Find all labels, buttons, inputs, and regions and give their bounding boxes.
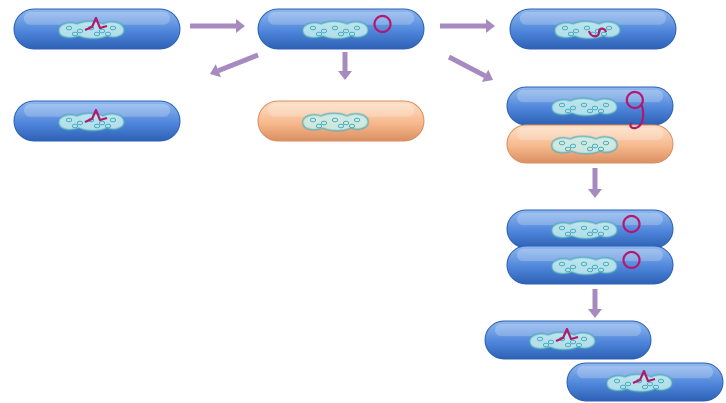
plasmid-integrated-plasmid [84, 16, 108, 32]
cell-donor-start [13, 8, 181, 50]
arrow-excised-to-stable [210, 52, 259, 78]
cell-conjugating-donor [506, 86, 674, 126]
cell-transconjugant-a [506, 209, 674, 249]
cell-integrated-b [566, 362, 724, 402]
cell-reintegrated [509, 8, 677, 50]
cell-excised [257, 8, 425, 50]
arrow-donor-to-excised [190, 19, 245, 33]
arrow-excised-to-reintegrated [440, 19, 495, 33]
cell-integrated-a [484, 320, 652, 360]
plasmid-integrated-plasmid [632, 369, 656, 385]
cell-cured [257, 100, 425, 142]
plasmid-integrated-loop [587, 27, 608, 38]
plasmid-transfer-plasmid [625, 90, 645, 130]
plasmid-integrated-plasmid [84, 108, 108, 124]
plasmid-integrated-plasmid [555, 327, 579, 343]
plasmid-free-plasmid [622, 250, 641, 270]
arrow-conjugation-to-transconjugants [588, 168, 602, 198]
arrow-transconjugants-to-integration [588, 289, 602, 318]
arrow-excised-to-cured [338, 52, 352, 80]
cell-recipient [506, 124, 674, 164]
plasmid-free-plasmid [373, 14, 392, 34]
cell-transconjugant-b [506, 245, 674, 285]
cell-donor-stable [13, 100, 181, 142]
arrow-excised-to-conjugation [447, 54, 493, 83]
plasmid-free-plasmid [622, 214, 641, 234]
